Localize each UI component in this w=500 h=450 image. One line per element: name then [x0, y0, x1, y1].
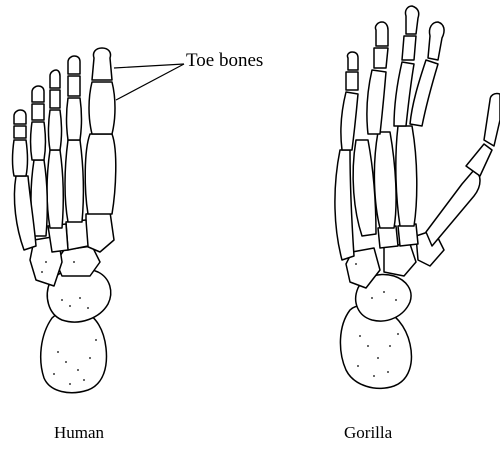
gorilla-toe5-middle	[346, 72, 358, 90]
human-toe2-middle	[68, 76, 80, 96]
human-toe3-distal	[50, 70, 60, 88]
human-metatarsal-3	[47, 150, 63, 228]
gorilla-metatarsal-4	[353, 140, 376, 236]
gorilla-toe3-middle	[402, 36, 416, 60]
gorilla-toe2-distal	[428, 22, 444, 60]
human-cuneiform-2	[66, 220, 88, 250]
leader-line-proximal	[116, 64, 184, 100]
gorilla-metatarsal-2	[396, 126, 417, 226]
gorilla-toe4-middle	[374, 48, 388, 68]
gorilla-cuneiform-3	[378, 226, 398, 248]
gorilla-big-toe-distal	[484, 93, 500, 146]
human-toe2-proximal	[67, 98, 82, 140]
human-cuneiform-1	[86, 212, 114, 252]
human-big-toe-distal	[92, 48, 112, 80]
human-caption: Human	[54, 423, 104, 443]
human-toe2-distal	[68, 56, 80, 74]
human-toe4-distal	[32, 86, 44, 102]
human-toe4-proximal	[31, 122, 46, 160]
gorilla-toe3-distal	[405, 6, 418, 34]
gorilla-toe4-distal	[375, 22, 388, 46]
gorilla-metatarsal-5	[335, 150, 354, 260]
human-foot-skeleton	[13, 48, 116, 393]
human-toe5-distal	[14, 110, 26, 124]
gorilla-foot-skeleton	[335, 6, 500, 388]
toe-bones-annotation: Toe bones	[186, 50, 263, 72]
gorilla-caption: Gorilla	[344, 423, 392, 443]
gorilla-navicular	[384, 244, 416, 276]
human-big-toe-proximal	[89, 82, 115, 134]
gorilla-metatarsal-3	[374, 132, 396, 228]
human-metatarsal-2	[65, 140, 83, 222]
gorilla-cuneiform-2	[398, 224, 418, 246]
gorilla-toe2-proximal	[410, 60, 438, 126]
gorilla-big-toe-proximal	[466, 144, 492, 176]
human-toe4-middle	[32, 104, 44, 120]
human-toe3-proximal	[49, 110, 62, 150]
gorilla-big-toe-metatarsal	[426, 170, 480, 246]
toe-bones-leader-lines	[114, 64, 184, 100]
human-toe5-proximal	[13, 140, 28, 176]
gorilla-toe5-distal	[347, 52, 358, 70]
gorilla-toe4-proximal	[367, 70, 386, 134]
human-toe5-middle	[14, 126, 26, 138]
leader-line-distal	[114, 64, 184, 68]
human-metatarsal-1	[85, 134, 116, 214]
human-toe3-middle	[50, 90, 60, 108]
